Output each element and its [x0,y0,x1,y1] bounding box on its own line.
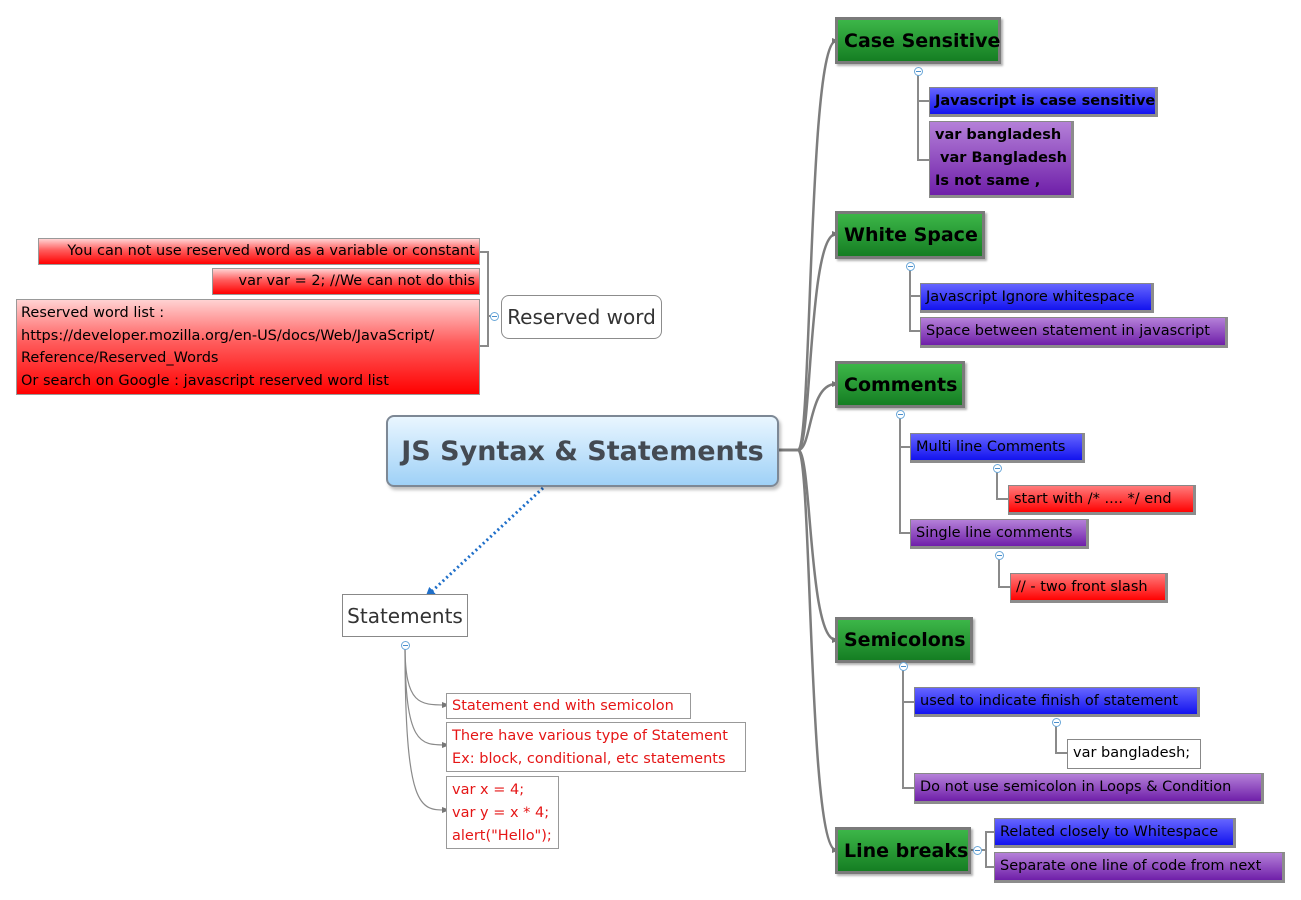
central-topic[interactable]: JS Syntax & Statements [386,415,779,487]
case-sensitive-item[interactable]: Javascript is case sensitive [929,87,1158,117]
collapse-icon[interactable] [906,262,915,271]
reserved-word-item[interactable]: You can not use reserved word as a varia… [38,238,480,265]
central-topic-label: JS Syntax & Statements [401,435,764,467]
collapse-icon[interactable] [995,551,1004,560]
comments-multi-line[interactable]: Multi line Comments [910,433,1085,463]
white-space-topic[interactable]: White Space [835,211,985,259]
comments-topic[interactable]: Comments [835,361,965,408]
line-breaks-label: Line breaks [844,839,969,862]
semicolons-item[interactable]: Do not use semicolon in Loops & Conditio… [914,773,1264,804]
line-breaks-item[interactable]: Separate one line of code from next [994,852,1285,883]
line-breaks-item[interactable]: Related closely to Whitespace [994,818,1236,848]
collapse-icon[interactable] [1052,718,1061,727]
white-space-item[interactable]: Space between statement in javascript [920,317,1228,348]
collapse-icon[interactable] [401,641,410,650]
case-sensitive-example[interactable]: var bangladesh var Bangladesh Is not sam… [929,121,1074,198]
statement-item[interactable]: Statement end with semicolon [446,693,691,719]
semicolons-item[interactable]: used to indicate finish of statement [914,687,1200,717]
comments-single-detail[interactable]: // - two front slash [1010,573,1168,603]
semicolons-example[interactable]: var bangladesh; [1067,739,1201,769]
collapse-icon[interactable] [993,464,1002,473]
reserved-word-label: Reserved word [507,305,656,329]
comments-single-line[interactable]: Single line comments [910,519,1089,549]
collapse-icon[interactable] [973,846,982,855]
white-space-item[interactable]: Javascript Ignore whitespace [920,283,1154,313]
semicolons-topic[interactable]: Semicolons [835,617,973,663]
reserved-word-topic[interactable]: Reserved word [501,295,662,339]
semicolons-label: Semicolons [844,629,966,651]
line-breaks-topic[interactable]: Line breaks [835,827,971,874]
statements-label: Statements [347,603,463,628]
statement-item[interactable]: There have various type of Statement Ex:… [446,722,746,772]
collapse-icon[interactable] [914,67,923,76]
collapse-icon[interactable] [899,662,908,671]
reserved-word-list-item[interactable]: Reserved word list : https://developer.m… [16,299,480,395]
comments-label: Comments [844,373,958,396]
comments-multi-detail[interactable]: start with /* .... */ end [1008,485,1196,515]
white-space-label: White Space [844,224,978,246]
case-sensitive-topic[interactable]: Case Sensitive [835,17,1001,64]
collapse-icon[interactable] [896,410,905,419]
reserved-word-item[interactable]: var var = 2; //We can not do this [212,268,480,295]
statement-code-item[interactable]: var x = 4; var y = x * 4; alert("Hello")… [446,776,559,849]
statements-topic[interactable]: Statements [342,594,468,637]
collapse-icon[interactable] [490,312,499,321]
case-sensitive-label: Case Sensitive [844,29,1001,52]
